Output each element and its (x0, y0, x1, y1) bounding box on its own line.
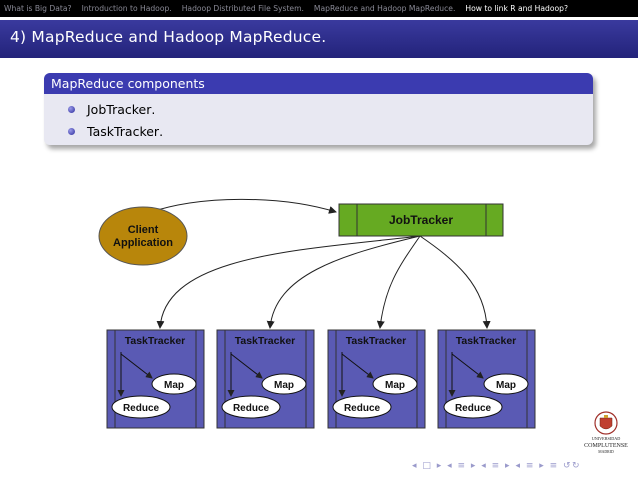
nav-item-hdfs[interactable]: Hadoop Distributed File System. (181, 4, 304, 13)
map-label-4: Map (496, 380, 516, 391)
tasktracker-node-4: TaskTracker Map Reduce (437, 329, 536, 429)
tasktracker-node-3: TaskTracker Map Reduce (327, 329, 426, 429)
bullet-icon (68, 127, 75, 135)
tasktracker-node-2: TaskTracker Map Reduce (216, 329, 315, 429)
map-label-1: Map (164, 380, 184, 391)
reduce-label-1: Reduce (123, 403, 160, 414)
logo-line-3: MADRID (598, 450, 614, 454)
jobtracker-label: JobTracker (389, 213, 453, 227)
beamer-navigation-bar[interactable]: ◂ □ ▸ ◂ ≡ ▸ ◂ ≡ ▸ ◂ ≡ ▸ ≡ ↺↻ (412, 461, 582, 471)
tasktracker-label-1: TaskTracker (125, 335, 186, 347)
item-tasktracker-label: TaskTracker (87, 123, 160, 139)
tasktracker-label-2: TaskTracker (235, 335, 296, 347)
logo-line-2: COMPLUTENSE (584, 443, 628, 449)
map-label-2: Map (274, 380, 294, 391)
university-logo: UNIVERSIDAD COMPLUTENSE MADRID (584, 411, 628, 454)
client-label-2: Application (113, 237, 173, 249)
item-jobtracker-suffix: . (151, 101, 156, 117)
block-title: MapReduce components (44, 73, 593, 94)
nav-item-link-r-hadoop[interactable]: How to link R and Hadoop? (465, 4, 568, 13)
nav-item-mapreduce[interactable]: MapReduce and Hadoop MapReduce. (313, 4, 456, 13)
nav-item-big-data[interactable]: What is Big Data? (4, 4, 72, 13)
title-bar: 4) MapReduce and Hadoop MapReduce. (0, 20, 638, 58)
tasktracker-label-3: TaskTracker (346, 335, 407, 347)
logo-line-1: UNIVERSIDAD (592, 436, 621, 441)
jobtracker-node: JobTracker (338, 203, 504, 237)
item-jobtracker-label: JobTracker (87, 101, 152, 117)
components-block: MapReduce components JobTracker. TaskTra… (44, 73, 593, 145)
item-tasktracker-suffix: . (159, 123, 164, 139)
client-label-1: Client (128, 224, 159, 236)
arrow-to-tasktracker-3 (376, 235, 421, 329)
map-label-3: Map (385, 380, 405, 391)
arrow-to-tasktracker-1 (156, 235, 421, 329)
reduce-label-4: Reduce (455, 403, 492, 414)
client-application-node: Client Application (98, 206, 188, 266)
client-to-jobtracker-arrow (147, 198, 337, 214)
arrow-to-tasktracker-2 (266, 235, 421, 329)
tasktracker-node-1: TaskTracker Map Reduce (106, 329, 205, 429)
navbar: What is Big Data? Introduction to Hadoop… (0, 0, 638, 17)
bullet-icon (68, 105, 75, 113)
arrow-to-tasktracker-4 (419, 235, 491, 329)
tasktracker-label-4: TaskTracker (456, 335, 517, 347)
page-title: 4) MapReduce and Hadoop MapReduce. (10, 28, 327, 46)
reduce-label-2: Reduce (233, 403, 270, 414)
nav-item-intro-hadoop[interactable]: Introduction to Hadoop. (81, 4, 172, 13)
reduce-label-3: Reduce (344, 403, 381, 414)
list-item-jobtracker: JobTracker. (44, 98, 593, 120)
list-item-tasktracker: TaskTracker. (44, 120, 593, 142)
